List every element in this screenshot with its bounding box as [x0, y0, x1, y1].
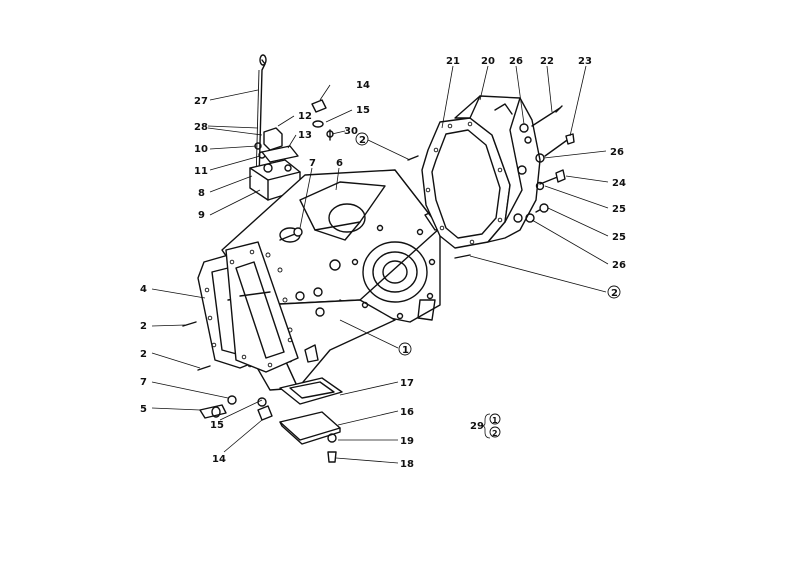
- label-26-upper: 26: [610, 147, 624, 158]
- leader-lines: [151, 65, 609, 464]
- bottom-drain-plug: [327, 433, 337, 463]
- lower-bolts: [182, 321, 273, 421]
- bell-housing: [421, 95, 541, 259]
- label-14-low: 14: [212, 454, 226, 465]
- plug-top: [311, 99, 334, 138]
- label-24: 24: [612, 178, 626, 189]
- label-7-top: 7: [309, 158, 316, 169]
- label-2-mid: 2: [140, 321, 147, 332]
- label-2-right-circle: [607, 285, 621, 299]
- label-12: 12: [298, 111, 312, 122]
- label-18: 18: [400, 459, 414, 470]
- label-2-low: 2: [140, 349, 147, 360]
- label-13: 13: [298, 130, 312, 141]
- label-1-circle: [398, 342, 412, 356]
- label-16: 16: [400, 407, 414, 418]
- label-8: 8: [198, 188, 205, 199]
- label-14-top: 14: [356, 80, 370, 91]
- label-11: 11: [194, 166, 208, 177]
- label-29-2-circle: [489, 426, 501, 438]
- label-17: 17: [400, 378, 414, 389]
- label-4: 4: [140, 284, 147, 295]
- dipstick: [255, 54, 267, 181]
- label-26-top: 26: [509, 56, 523, 67]
- label-2-top: 2: [359, 135, 366, 146]
- label-29-1-circle: [489, 413, 501, 425]
- label-29-2: 2: [492, 429, 498, 438]
- label-15-low: 15: [210, 420, 224, 431]
- label-5: 5: [140, 404, 147, 415]
- label-27: 27: [194, 96, 208, 107]
- label-10: 10: [194, 144, 208, 155]
- label-15-top: 15: [356, 105, 370, 116]
- label-6: 6: [336, 158, 343, 169]
- studs-top: [279, 129, 419, 241]
- callout-labels: 27 14 15 28 12 13 30 2 10 11 8 9 7 6 4 2…: [140, 56, 626, 470]
- label-25-lower: 25: [612, 232, 626, 243]
- label-7-low: 7: [140, 377, 147, 388]
- label-29-brace: [481, 413, 491, 439]
- label-2-top-circle: [355, 132, 369, 146]
- label-28: 28: [194, 122, 208, 133]
- label-30: 30: [344, 126, 358, 137]
- label-26-lower: 26: [612, 260, 626, 271]
- label-9: 9: [198, 210, 205, 221]
- label-19: 19: [400, 436, 414, 447]
- bottom-cover-plate: [279, 411, 341, 445]
- breather-cover-assembly: [249, 127, 301, 201]
- label-2-right: 2: [611, 288, 618, 299]
- label-21: 21: [446, 56, 460, 67]
- label-29: 29: [470, 421, 484, 432]
- side-cover-plate: [225, 241, 299, 373]
- label-23: 23: [578, 56, 592, 67]
- label-29-1: 1: [492, 416, 498, 425]
- label-25-upper: 25: [612, 204, 626, 215]
- label-22: 22: [540, 56, 554, 67]
- label-20: 20: [481, 56, 495, 67]
- label-1: 1: [402, 345, 409, 356]
- bottom-cover-gasket: [279, 377, 343, 405]
